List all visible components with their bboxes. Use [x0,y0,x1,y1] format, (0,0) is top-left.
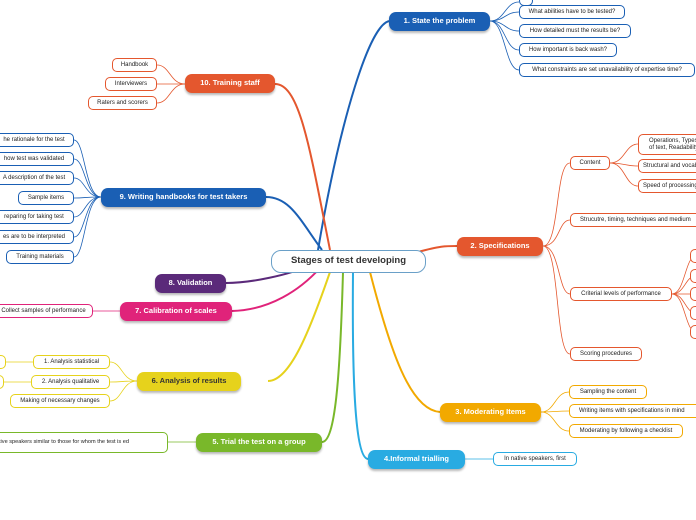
handbooks-training[interactable]: Training materials [6,250,74,264]
spec-content-speed[interactable]: Speed of processing [638,179,696,193]
spec-structure[interactable]: Strucutre, timing, techniques and medium [570,213,696,227]
analysis-changes[interactable]: Making of necessary changes [10,394,110,408]
branch-informal[interactable]: 4.Informal trialling [368,450,465,469]
state-problem-item-constraints[interactable]: What constraints are set unavailability … [519,63,695,77]
moderating-checklist[interactable]: Moderating by following a checklist [569,424,683,438]
spec-content-operations[interactable]: Operations, Types of text, Readability. [638,134,696,155]
spec-content-structural[interactable]: Structural and vocabulary [638,159,696,173]
criterial-child-1[interactable] [690,249,696,263]
branch-training[interactable]: 10. Training staff [185,74,275,93]
branch-validation[interactable]: 8. Validation [155,274,226,293]
analysis-statistical[interactable]: 1. Analysis statistical [33,355,110,369]
link-state-problem [317,20,391,251]
link-trial [321,271,344,443]
state-problem-item-detailed[interactable]: How detailed must the results be? [519,24,631,38]
training-interviewers[interactable]: Interviewers [105,77,157,91]
moderating-sampling[interactable]: Sampling the content [569,385,647,399]
branch-trial[interactable]: 5. Trial the test on a group [196,433,322,452]
link-informal [351,271,369,460]
branch-calibration[interactable]: 7. Calibration of scales [120,302,232,321]
moderating-writing[interactable]: Writing items with specifications in min… [569,404,696,418]
branch-handbooks[interactable]: 9. Writing handbooks for test takers [101,188,266,207]
informal-native[interactable]: In native speakers, first [493,452,577,466]
state-problem-item-abilities[interactable]: What abilities have to be tested? [519,5,625,19]
central-topic[interactable]: Stages of test developing [271,250,426,273]
link-analysis [267,271,331,382]
criterial-child-4[interactable] [690,306,696,320]
calibration-collect[interactable]: Collect samples of performance [0,304,93,318]
handbooks-interpreted[interactable]: es are to be interpreted [0,230,74,244]
link-training [274,83,331,251]
spec-criterial[interactable]: Criterial levels of performance [570,287,672,301]
training-raters[interactable]: Raters and scorers [88,96,157,110]
handbooks-sample[interactable]: Sample items [18,191,74,205]
spec-scoring[interactable]: Scoring procedures [570,347,642,361]
link-moderating [369,271,441,413]
spec-content[interactable]: Content [570,156,610,170]
criterial-child-5[interactable] [690,325,696,339]
branch-analysis[interactable]: 6. Analysis of results [137,372,241,391]
link-handbooks [265,196,323,251]
criterial-child-2[interactable] [690,269,696,283]
branch-moderating[interactable]: 3. Moderating Items [440,403,541,422]
analysis-qualitative[interactable]: 2. Analysis qualitative [31,375,110,389]
handbooks-validated[interactable]: how test was validated [0,152,74,166]
handbooks-rationale[interactable]: he rationale for the test [0,133,74,147]
trial-native-speakers[interactable]: tive speakers similar to those for whom … [0,432,168,453]
branch-specifications[interactable]: 2. Specifications [457,237,543,256]
link-calibration [231,267,321,312]
analysis-statistical-child[interactable] [0,355,6,369]
criterial-child-3[interactable] [690,287,696,301]
handbooks-description[interactable]: A description of the test [0,171,74,185]
handbooks-preparing[interactable]: reparing for taking test [0,210,74,224]
training-handbook[interactable]: Handbook [112,58,157,72]
branch-state-problem[interactable]: 1. State the problem [389,12,490,31]
link-specifications [417,245,458,253]
state-problem-item-backwash[interactable]: How important is back wash? [519,43,617,57]
